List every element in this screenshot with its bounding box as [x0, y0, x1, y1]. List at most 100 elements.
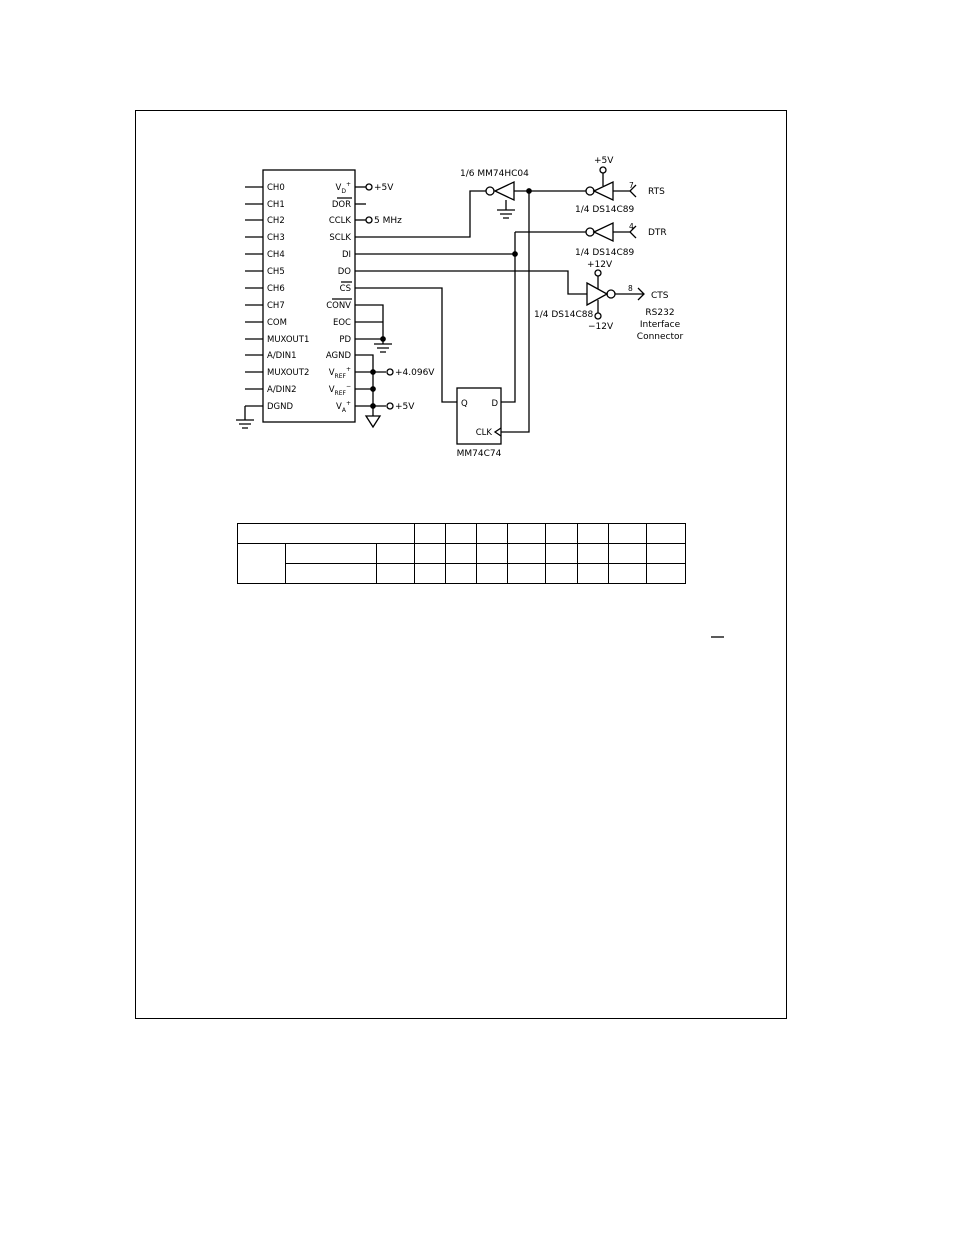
cclk-frequency-label: 5 MHz — [374, 216, 402, 226]
vd-terminal — [365, 183, 373, 191]
rts-pin-number: 7 — [629, 181, 634, 190]
table-cell — [445, 563, 478, 584]
table-cell — [476, 543, 509, 564]
cts-pin-number: 8 — [628, 284, 633, 293]
pin-label-ch1: CH1 — [267, 200, 285, 210]
va-terminal — [386, 402, 394, 410]
inverter-label: 1/6 MM74HC04 — [460, 169, 529, 179]
left-pin-stubs — [245, 186, 263, 407]
table-cell — [476, 523, 509, 544]
table-cell — [237, 543, 286, 584]
table-cell — [445, 543, 478, 564]
vref-voltage-label: +4.096V — [395, 368, 435, 378]
pin-label-adin2: A/DIN2 — [267, 385, 297, 395]
pin-label-do: DO — [338, 267, 352, 277]
table-cell — [646, 523, 687, 544]
cts-driver-label: 1/4 DS14C88 — [534, 310, 593, 320]
pin-label-eoc: EOC — [333, 318, 351, 328]
pin-label-pd: PD — [339, 335, 351, 345]
do-wire — [355, 270, 587, 295]
inverter-triangle — [493, 180, 515, 202]
pd-ground-symbol — [374, 343, 392, 353]
pin-label-ch5: CH5 — [267, 267, 285, 277]
pin-label-ch2: CH2 — [267, 216, 285, 226]
rts-signal-label: RTS — [648, 187, 665, 197]
flipflop-d-label: D — [491, 399, 498, 409]
flipflop-body — [456, 387, 502, 445]
vd-supply-label: +5V — [374, 183, 394, 193]
cts-positive-supply-label: +12V — [587, 260, 613, 270]
table-cell — [507, 543, 547, 564]
pin-label-muxout1: MUXOUT1 — [267, 335, 309, 345]
connector-label-line3: Connector — [637, 332, 684, 342]
pin-label-vref-plus: VREF+ — [329, 366, 351, 380]
dtr-driver-label: 1/4 DS14C89 — [575, 248, 634, 258]
table-row — [238, 563, 687, 584]
pin-label-ch6: CH6 — [267, 284, 285, 294]
flipflop-q-label: Q — [461, 399, 468, 409]
dtr-driver-triangle — [592, 221, 614, 243]
table-cell — [285, 543, 377, 564]
table-row — [236, 523, 687, 544]
connector-label-line1: RS232 — [645, 308, 674, 318]
table-cell — [507, 563, 547, 584]
pin-label-com: COM — [267, 318, 287, 328]
pin-label-ch0: CH0 — [267, 183, 285, 193]
page-frame — [135, 110, 787, 1019]
pin-label-vd: VD+ — [336, 181, 351, 195]
pin-label-agnd: AGND — [326, 351, 352, 361]
table-row — [237, 543, 687, 584]
rts-supply-label: +5V — [594, 156, 614, 166]
table-cell — [507, 523, 547, 544]
table-cell — [545, 523, 579, 544]
va-supply-label: +5V — [395, 402, 415, 412]
pin-label-muxout2: MUXOUT2 — [267, 368, 309, 378]
table-cell — [414, 543, 447, 564]
table-cell — [545, 563, 579, 584]
dtr-signal-label: DTR — [648, 228, 667, 238]
table-cell — [646, 563, 687, 584]
table-cell — [375, 563, 416, 584]
pin-label-adin1: A/DIN1 — [267, 351, 297, 361]
pin-label-vref-minus: VREF− — [329, 383, 351, 397]
table-cell — [236, 523, 416, 544]
pin-label-cs: CS — [340, 284, 351, 294]
pin-label-sclk: SCLK — [329, 233, 351, 243]
table-cell — [646, 543, 687, 564]
dtr-pin-number: 4 — [629, 222, 634, 231]
connector-label-line2: Interface — [640, 320, 681, 330]
table-cell — [577, 563, 610, 584]
flipflop-label: MM74C74 — [457, 449, 502, 459]
pin-label-dor: DOR — [332, 200, 351, 210]
pin-label-dgnd: DGND — [267, 402, 293, 412]
table-cell — [545, 543, 579, 564]
cclk-terminal — [365, 216, 373, 224]
table-cell — [375, 543, 416, 564]
pin-label-ch3: CH3 — [267, 233, 285, 243]
configuration-table — [236, 523, 687, 584]
flipflop-clk-label: CLK — [476, 428, 493, 438]
vref-terminal — [386, 368, 394, 376]
dgnd-ground-symbol — [236, 406, 254, 429]
pin-label-conv: CONV — [326, 301, 351, 311]
cts-negative-supply-label: −12V — [588, 322, 614, 332]
cts-signal-label: CTS — [651, 291, 669, 301]
inverter-bubble — [485, 186, 495, 196]
table-cell — [577, 543, 610, 564]
pin-label-cclk: CCLK — [329, 216, 352, 226]
table-cell — [608, 563, 648, 584]
cts-driver-triangle — [586, 281, 609, 307]
pin-label-va: VA+ — [336, 400, 351, 414]
table-cell — [414, 563, 447, 584]
sclk-wire — [355, 190, 486, 238]
table-cell — [577, 523, 610, 544]
pin-label-di: DI — [342, 250, 351, 260]
table-cell — [476, 563, 509, 584]
flipflop-clk-marker — [493, 427, 502, 437]
table-cell — [608, 543, 648, 564]
adc-chip-body — [262, 169, 356, 423]
table-cell — [285, 563, 377, 584]
table-cell — [445, 523, 478, 544]
pin-label-ch7: CH7 — [267, 301, 285, 311]
